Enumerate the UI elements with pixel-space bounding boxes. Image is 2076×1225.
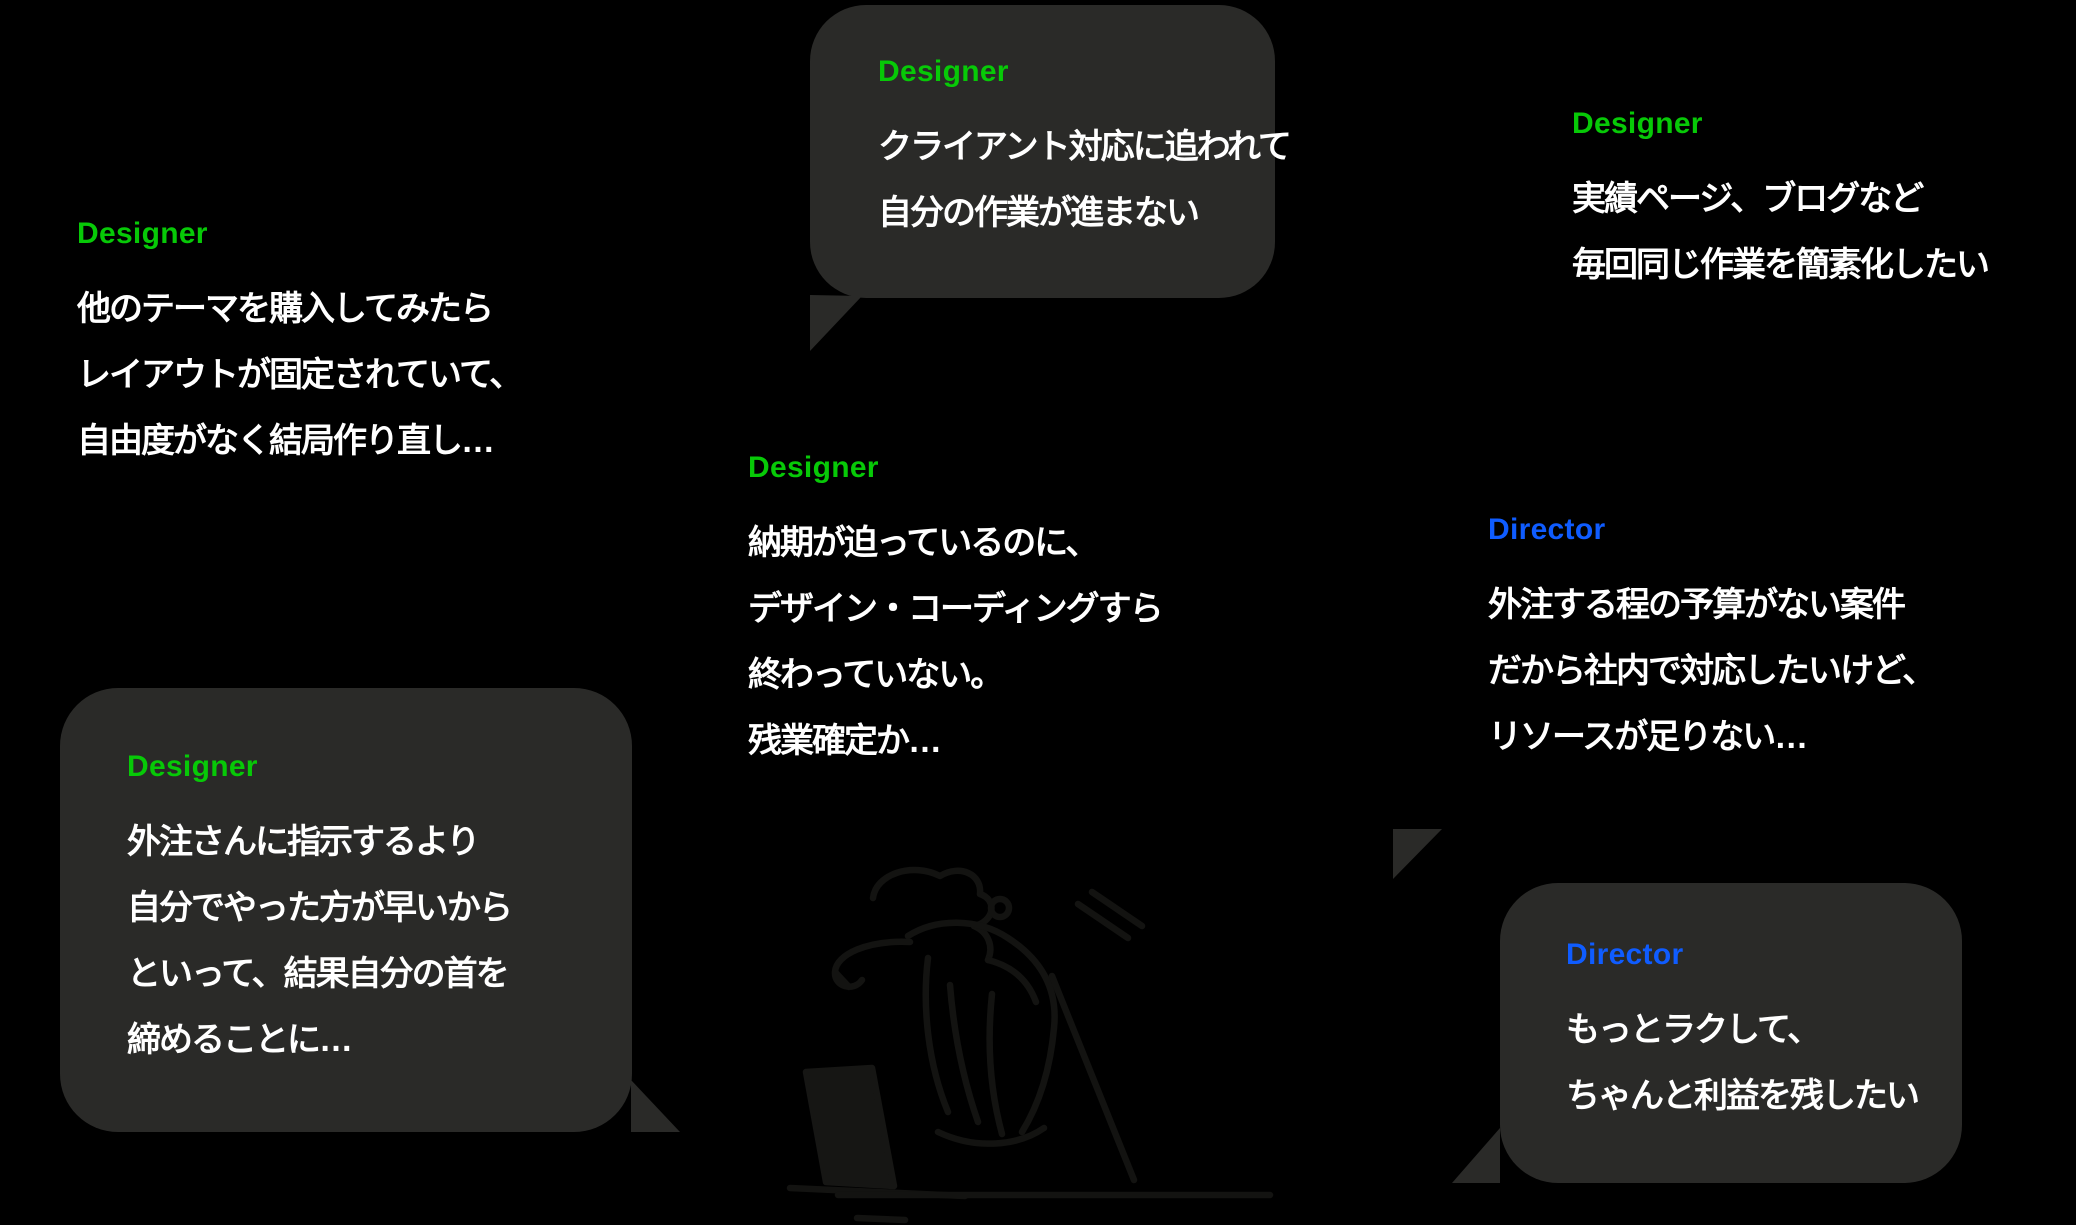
role-label: Designer <box>878 55 1009 88</box>
speech-bubble <box>60 688 632 1132</box>
quote-no-budget: Director 外注する程の予算がない案件 だから社内で対応したいけど、 リソ… <box>1488 512 1936 766</box>
quote-line: 毎回同じ作業を簡素化したい <box>1572 245 1990 284</box>
quote-line: クライアント対応に追われて <box>878 127 1292 166</box>
quote-text: 外注する程の予算がない案件 だから社内で対応したいけど、 リソースが足りない… <box>1488 568 1936 766</box>
quote-line: といって、結果自分の首を <box>127 954 510 993</box>
quote-client-work: Designer クライアント対応に追われて 自分の作業が進まない <box>878 54 1292 242</box>
role-label: Designer <box>748 451 879 484</box>
quote-text: クライアント対応に追われて 自分の作業が進まない <box>878 110 1292 242</box>
bubble-tail <box>810 295 862 351</box>
quote-line: ちゃんと利益を残したい <box>1566 1076 1920 1115</box>
quote-line: レイアウトが固定されていて、 <box>77 355 523 394</box>
speech-bubble <box>1500 883 1962 1183</box>
motion-lines <box>1074 888 1146 942</box>
bubble-tail <box>1452 1128 1500 1183</box>
quote-line: 外注する程の予算がない案件 <box>1488 585 1906 624</box>
quote-text: もっとラクして、 ちゃんと利益を残したい <box>1566 993 1920 1125</box>
quote-line: 納期が迫っているのに、 <box>748 523 1099 562</box>
quote-line: もっとラクして、 <box>1566 1010 1821 1049</box>
bubble-tail <box>1393 829 1442 879</box>
chair-leg <box>1048 972 1138 1184</box>
slumped-person-at-laptop-illustration <box>786 866 1274 1224</box>
person-back <box>904 919 1058 1136</box>
quote-line: 実績ページ、ブログなど <box>1572 179 1924 218</box>
quote-text: 外注さんに指示するより 自分でやった方が早いから といって、結果自分の首を 締め… <box>127 805 513 1069</box>
quote-theme-remake: Designer 他のテーマを購入してみたら レイアウトが固定されていて、 自由… <box>77 216 523 470</box>
quote-line: 自分の作業が進まない <box>878 193 1200 232</box>
shirt-fold-2 <box>946 981 982 1126</box>
speech-bubble <box>810 5 1275 298</box>
shirt-fold-3 <box>986 990 1006 1138</box>
quote-line: デザイン・コーディングすら <box>748 589 1164 628</box>
quote-faster-myself: Designer 外注さんに指示するより 自分でやった方が早いから といって、結… <box>127 749 513 1069</box>
quote-line: 残業確定か… <box>748 721 942 760</box>
role-label: Designer <box>1572 107 1703 140</box>
person-arm <box>831 938 914 991</box>
quote-text: 納期が迫っているのに、 デザイン・コーディングすら 終わっていない。 残業確定か… <box>748 506 1164 770</box>
quote-deadline-overtime: Designer 納期が迫っているのに、 デザイン・コーディングすら 終わってい… <box>748 450 1164 770</box>
quote-line: 自由度がなく結局作り直し… <box>77 421 495 460</box>
person-hair <box>869 866 995 930</box>
quote-line: 自分でやった方が早いから <box>127 888 513 927</box>
quote-line: 外注さんに指示するより <box>127 822 480 861</box>
quote-simplify-tasks: Designer 実績ページ、ブログなど 毎回同じ作業を簡素化したい <box>1572 106 1990 294</box>
quote-line: 終わっていない。 <box>748 655 1004 694</box>
quote-keep-profit: Director もっとラクして、 ちゃんと利益を残したい <box>1566 937 1920 1125</box>
role-label: Designer <box>77 217 208 250</box>
role-label: Director <box>1566 938 1684 971</box>
quote-text: 他のテーマを購入してみたら レイアウトが固定されていて、 自由度がなく結局作り直… <box>77 272 523 470</box>
sweat-drop <box>987 895 1013 921</box>
floor-mark <box>853 1214 909 1224</box>
person-shoulder <box>984 956 1040 1006</box>
bubble-tail <box>631 1080 680 1132</box>
quote-line: リソースが足りない… <box>1488 717 1808 756</box>
quote-line: だから社内で対応したいけど、 <box>1488 651 1936 690</box>
role-label: Designer <box>127 750 258 783</box>
role-label: Director <box>1488 513 1606 546</box>
quote-text: 実績ページ、ブログなど 毎回同じ作業を簡素化したい <box>1572 162 1990 294</box>
shirt-fold-1 <box>922 954 952 1116</box>
quote-line: 他のテーマを購入してみたら <box>77 289 494 328</box>
quote-line: 締めることに… <box>127 1020 353 1059</box>
shirt-hem <box>934 1124 1048 1147</box>
laptop-screen <box>802 1064 898 1190</box>
